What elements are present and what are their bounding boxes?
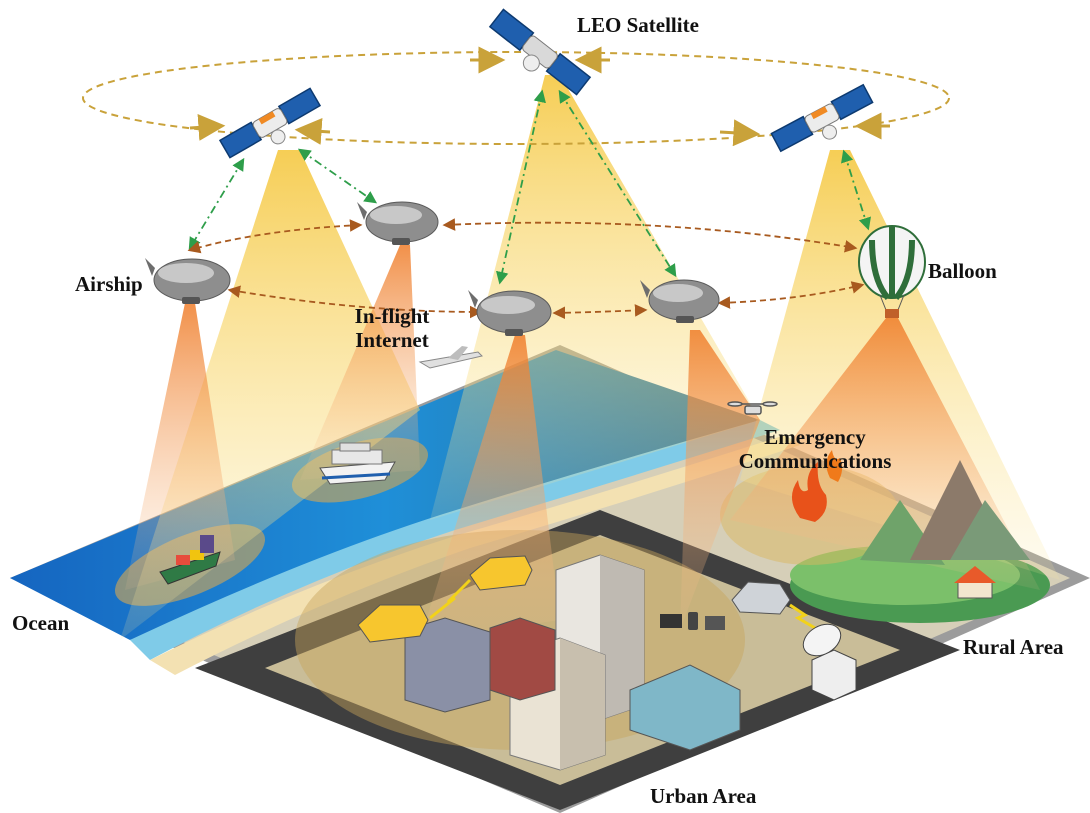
haps-links [187,218,865,320]
balloon [858,225,926,318]
shoreline [130,420,780,660]
airship-label: Airship [75,272,143,296]
airship-1 [145,258,231,304]
wildfire-icon [791,450,843,522]
leo-satellite-center [488,8,592,96]
leo-satellite-left [218,87,322,159]
airship-3 [468,290,552,336]
leo-orbit [82,46,950,147]
balloon-label: Balloon [928,259,997,283]
airship-beam-1 [125,303,235,590]
emergency-label-line2: Communications [738,448,892,473]
inflight-internet-label: In-flight Internet [342,304,442,352]
house-icon [954,566,996,599]
emergency-communications-label: Emergency Communications [720,425,910,473]
airship-2 [357,201,439,245]
inflight-label-line1: In-flight [354,304,430,328]
airplane-icon [418,346,483,369]
airship-4 [640,279,720,323]
car-icon [731,581,816,630]
mountains [860,460,1030,565]
urban-area-label: Urban Area [650,784,757,808]
cargo-ship-icon [159,535,221,585]
emergency-label-line1: Emergency [764,425,866,449]
ground-station-icon [802,623,857,701]
taxi-icon [357,555,533,643]
ocean-label: Ocean [12,611,70,635]
leo-satellite-label: LEO Satellite [577,13,699,37]
orbit-ring [82,51,950,145]
leo-satellite-right [770,83,874,153]
drone-icon [727,401,778,415]
devices-icon [660,612,725,630]
urban-buildings [404,554,741,771]
rural-area-label: Rural Area [963,635,1064,659]
cruise-ship-icon [319,442,396,485]
inflight-label-line2: Internet [355,327,429,352]
